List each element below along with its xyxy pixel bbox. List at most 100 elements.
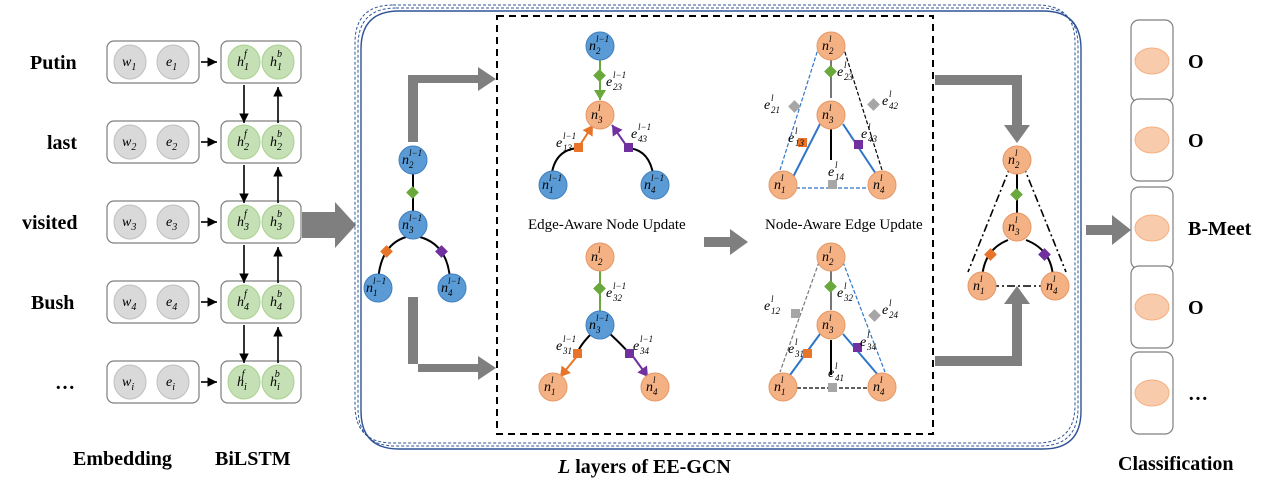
svg-text:l: l bbox=[781, 375, 784, 385]
svg-text:n: n bbox=[591, 108, 598, 123]
classification-label: Classification bbox=[1118, 453, 1234, 475]
forward-hidden-cell bbox=[227, 364, 261, 400]
bilstm-row: hif hib bbox=[220, 360, 302, 404]
split-arrows bbox=[408, 67, 496, 380]
update-flow-arrow bbox=[704, 229, 748, 255]
svg-text:n: n bbox=[644, 178, 651, 193]
svg-text:14: 14 bbox=[835, 172, 845, 182]
backward-hidden-cell bbox=[261, 284, 295, 320]
svg-text:l: l bbox=[880, 375, 883, 385]
svg-text:41: 41 bbox=[835, 373, 844, 383]
svg-text:n: n bbox=[774, 178, 781, 193]
svg-text:e: e bbox=[606, 286, 612, 301]
svg-text:e: e bbox=[556, 339, 562, 354]
svg-text:l−1: l−1 bbox=[613, 281, 626, 291]
svg-text:l−1: l−1 bbox=[563, 131, 576, 141]
entity-embedding-cell bbox=[156, 124, 190, 160]
svg-text:12: 12 bbox=[771, 306, 781, 316]
word-embedding-cell bbox=[113, 364, 147, 400]
svg-text:3: 3 bbox=[595, 325, 601, 335]
word-5: … bbox=[55, 372, 75, 394]
word-embedding-cell bbox=[113, 124, 147, 160]
forward-hidden-cell bbox=[227, 44, 261, 80]
svg-text:l: l bbox=[1015, 148, 1018, 158]
svg-text:4: 4 bbox=[653, 387, 658, 397]
svg-text:l−1: l−1 bbox=[563, 334, 576, 344]
svg-text:l: l bbox=[598, 245, 601, 255]
svg-text:13: 13 bbox=[563, 143, 573, 153]
output-cell bbox=[1134, 47, 1170, 75]
bilstm-recurrent-arrows bbox=[239, 85, 283, 363]
svg-text:n: n bbox=[402, 218, 409, 233]
backward-hidden-symbol: h3b bbox=[270, 209, 282, 233]
bilstm-label: BiLSTM bbox=[215, 448, 291, 470]
svg-text:l: l bbox=[880, 173, 883, 183]
svg-text:2: 2 bbox=[829, 46, 834, 56]
svg-text:2: 2 bbox=[829, 257, 834, 267]
svg-text:e: e bbox=[837, 65, 843, 80]
svg-text:1: 1 bbox=[781, 387, 786, 397]
svg-text:l: l bbox=[795, 126, 798, 136]
svg-text:n: n bbox=[1046, 279, 1053, 294]
entity-embedding-cell bbox=[156, 284, 190, 320]
svg-text:l: l bbox=[868, 122, 871, 132]
classification-column: OOB-MeetO… bbox=[1130, 19, 1252, 435]
svg-text:l: l bbox=[844, 60, 847, 70]
forward-hidden-symbol: hif bbox=[237, 369, 247, 393]
svg-text:l: l bbox=[829, 34, 832, 44]
svg-text:n: n bbox=[873, 380, 880, 395]
svg-text:l−1: l−1 bbox=[651, 173, 664, 183]
svg-text:l: l bbox=[551, 375, 554, 385]
word-embedding-cell bbox=[113, 284, 147, 320]
svg-text:n: n bbox=[589, 39, 596, 54]
svg-text:l−1: l−1 bbox=[373, 276, 386, 286]
classification-row: O bbox=[1130, 98, 1204, 182]
predicted-label: O bbox=[1188, 51, 1204, 73]
svg-text:l: l bbox=[771, 294, 774, 304]
gcn-caption: L layers of EE-GCN bbox=[557, 456, 731, 478]
output-cell bbox=[1134, 379, 1170, 407]
svg-text:n: n bbox=[366, 281, 373, 296]
bilstm-row: h3f h3b bbox=[220, 200, 302, 244]
entity-embedding-symbol: e1 bbox=[166, 55, 177, 73]
svg-text:l: l bbox=[653, 375, 656, 385]
svg-text:4: 4 bbox=[1053, 286, 1058, 296]
svg-text:n: n bbox=[589, 318, 596, 333]
entity-embedding-cell bbox=[156, 44, 190, 80]
svg-text:l: l bbox=[889, 298, 892, 308]
forward-hidden-symbol: h3f bbox=[237, 209, 249, 233]
svg-text:n: n bbox=[873, 178, 880, 193]
svg-text:e: e bbox=[556, 136, 562, 151]
svg-text:l−1: l−1 bbox=[640, 334, 653, 344]
svg-text:e: e bbox=[764, 299, 770, 314]
forward-hidden-cell bbox=[227, 204, 261, 240]
svg-text:n: n bbox=[1008, 153, 1015, 168]
input-words: Putin last visited Bush … bbox=[22, 52, 78, 394]
svg-text:31: 31 bbox=[794, 349, 804, 359]
svg-text:4: 4 bbox=[651, 185, 656, 195]
backward-hidden-cell bbox=[261, 124, 295, 160]
svg-text:e: e bbox=[828, 366, 834, 381]
word-embedding-symbol: w3 bbox=[122, 215, 136, 233]
svg-text:34: 34 bbox=[866, 342, 877, 352]
svg-text:l: l bbox=[1015, 215, 1018, 225]
svg-text:l: l bbox=[835, 361, 838, 371]
classification-row: B-Meet bbox=[1130, 186, 1252, 270]
backward-hidden-symbol: hib bbox=[270, 369, 280, 393]
svg-text:l−1: l−1 bbox=[638, 122, 651, 132]
svg-text:2: 2 bbox=[596, 46, 601, 56]
gcn-to-classification-arrow bbox=[1086, 215, 1131, 245]
svg-text:1: 1 bbox=[980, 286, 985, 296]
svg-text:l: l bbox=[867, 330, 870, 340]
svg-text:l: l bbox=[781, 173, 784, 183]
